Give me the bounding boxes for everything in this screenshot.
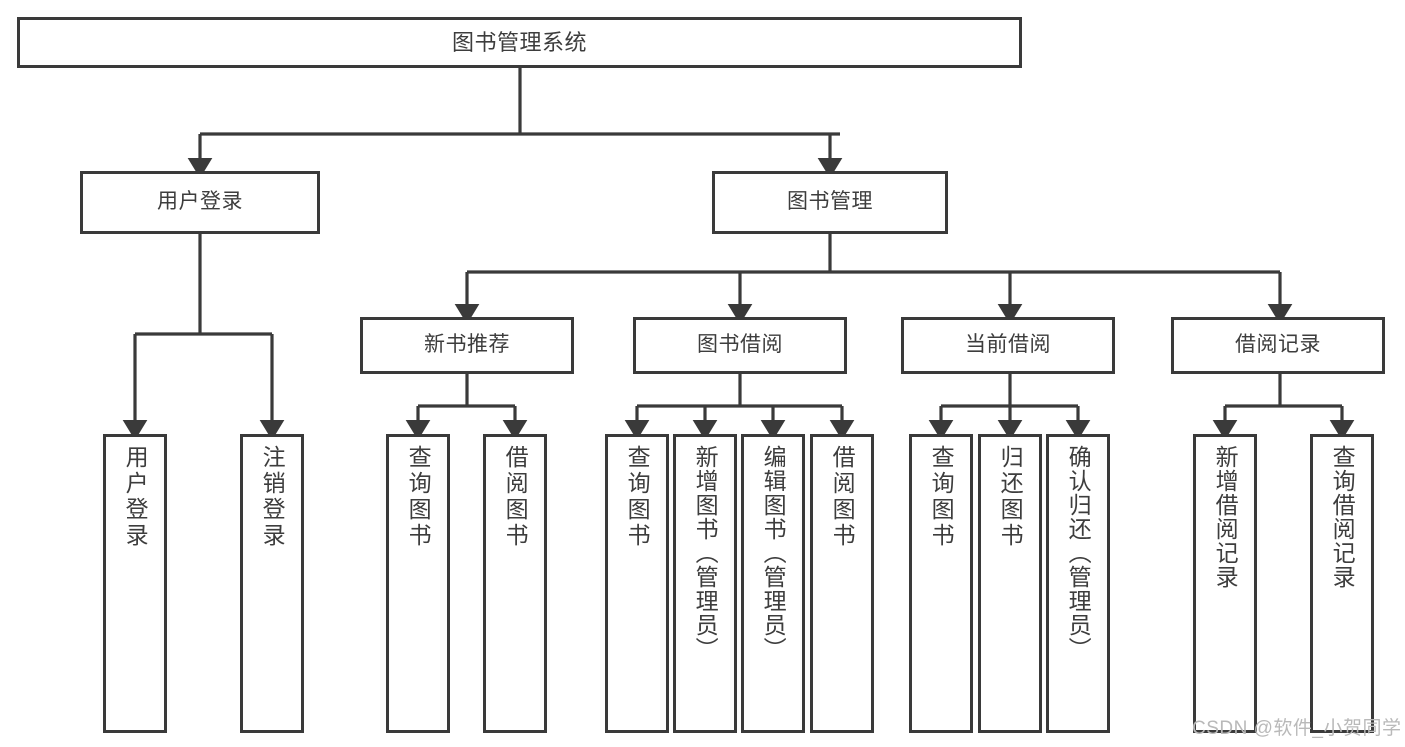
node-leaf-query-record[interactable]: 查询借阅记录	[1310, 434, 1374, 733]
node-leaf-query-book-3[interactable]: 查询图书	[909, 434, 973, 733]
node-leaf-borrow-book-1[interactable]: 借阅图书	[483, 434, 547, 733]
node-leaf-query-book-3-label: 查询图书	[928, 445, 955, 549]
node-current-borrow-label: 当前借阅	[965, 333, 1051, 357]
node-current-borrow[interactable]: 当前借阅	[901, 317, 1115, 374]
node-leaf-add-book[interactable]: 新增图书（管理员）	[673, 434, 737, 733]
node-leaf-confirm-return[interactable]: 确认归还（管理员）	[1046, 434, 1110, 733]
node-leaf-user-login-label: 用户登录	[122, 445, 149, 549]
node-leaf-logout-login-label: 注销登录	[259, 445, 286, 549]
node-leaf-query-book-2-label: 查询图书	[624, 445, 651, 549]
node-leaf-logout-login[interactable]: 注销登录	[240, 434, 304, 733]
node-leaf-add-record[interactable]: 新增借阅记录	[1193, 434, 1257, 733]
node-leaf-query-book-1[interactable]: 查询图书	[386, 434, 450, 733]
node-leaf-query-record-label: 查询借阅记录	[1329, 445, 1356, 589]
node-leaf-query-book-2[interactable]: 查询图书	[605, 434, 669, 733]
node-book-borrow[interactable]: 图书借阅	[633, 317, 847, 374]
node-root-system[interactable]: 图书管理系统	[17, 17, 1022, 68]
node-book-borrow-label: 图书借阅	[697, 333, 783, 357]
node-leaf-return-book[interactable]: 归还图书	[978, 434, 1042, 733]
node-root-system-label: 图书管理系统	[451, 29, 587, 55]
node-leaf-borrow-book-2-label: 借阅图书	[829, 445, 856, 549]
node-leaf-edit-book[interactable]: 编辑图书（管理员）	[741, 434, 805, 733]
node-leaf-borrow-book-2[interactable]: 借阅图书	[810, 434, 874, 733]
node-leaf-confirm-return-label: 确认归还（管理员）	[1065, 445, 1092, 661]
node-leaf-add-record-label: 新增借阅记录	[1212, 445, 1239, 589]
node-leaf-edit-book-label: 编辑图书（管理员）	[760, 445, 787, 661]
node-book-management-label: 图书管理	[787, 190, 873, 214]
node-leaf-borrow-book-1-label: 借阅图书	[502, 445, 529, 549]
node-leaf-add-book-label: 新增图书（管理员）	[692, 445, 719, 661]
node-leaf-query-book-1-label: 查询图书	[405, 445, 432, 549]
node-user-login[interactable]: 用户登录	[80, 171, 320, 234]
node-new-book-recommend[interactable]: 新书推荐	[360, 317, 574, 374]
node-book-management[interactable]: 图书管理	[712, 171, 948, 234]
node-user-login-label: 用户登录	[157, 190, 243, 214]
node-borrow-record[interactable]: 借阅记录	[1171, 317, 1385, 374]
node-leaf-return-book-label: 归还图书	[997, 445, 1024, 549]
node-borrow-record-label: 借阅记录	[1235, 333, 1321, 357]
csdn-watermark: CSDN @软件_小贺同学	[1192, 718, 1402, 739]
node-leaf-user-login[interactable]: 用户登录	[103, 434, 167, 733]
node-new-book-recommend-label: 新书推荐	[424, 333, 510, 357]
